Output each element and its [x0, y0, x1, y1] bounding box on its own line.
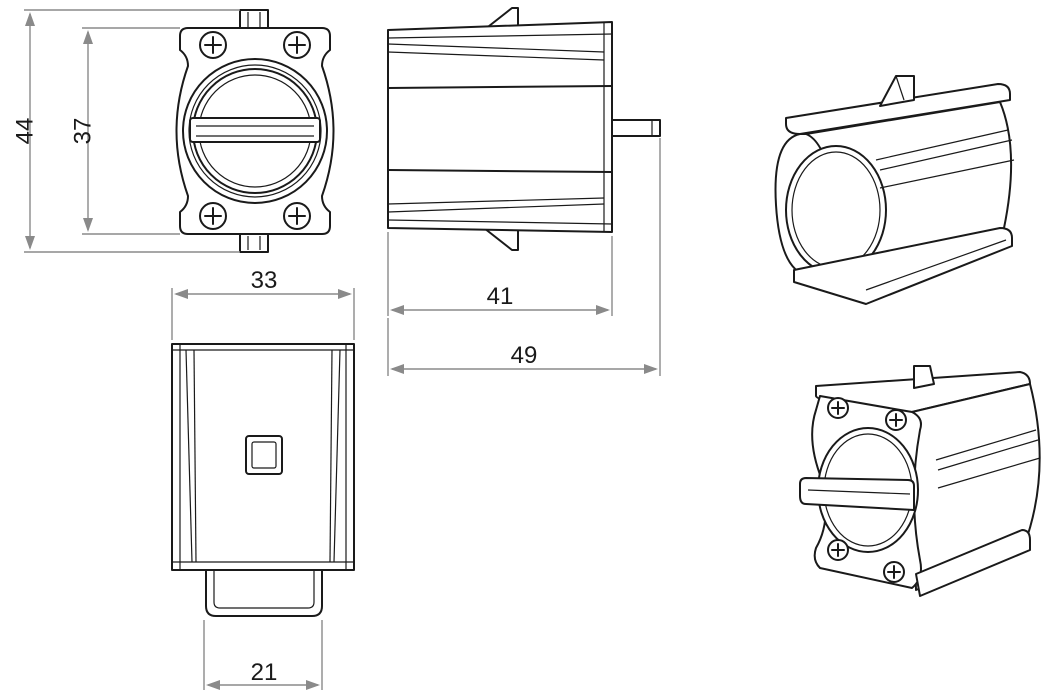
- dim-label-49: 49: [511, 342, 538, 369]
- isometric-view-back: [774, 75, 1015, 305]
- dimension-height-inner: 37: [69, 27, 180, 235]
- dimension-width-front: 33: [171, 267, 355, 340]
- front-view: [175, 9, 335, 253]
- dimension-depth-body: 41: [387, 232, 613, 316]
- dim-label-37: 37: [69, 118, 96, 145]
- dimension-tab-width: 21: [203, 620, 323, 690]
- dim-label-41: 41: [487, 283, 514, 310]
- dimension-depth-total: 49: [387, 138, 661, 376]
- dimension-height-outer: 44: [11, 9, 240, 253]
- side-view: [387, 7, 661, 251]
- isometric-view-front: [799, 365, 1041, 597]
- dim-label-21: 21: [251, 659, 278, 686]
- dim-label-44: 44: [11, 118, 38, 145]
- dim-label-33: 33: [251, 267, 278, 294]
- top-view: [171, 343, 355, 617]
